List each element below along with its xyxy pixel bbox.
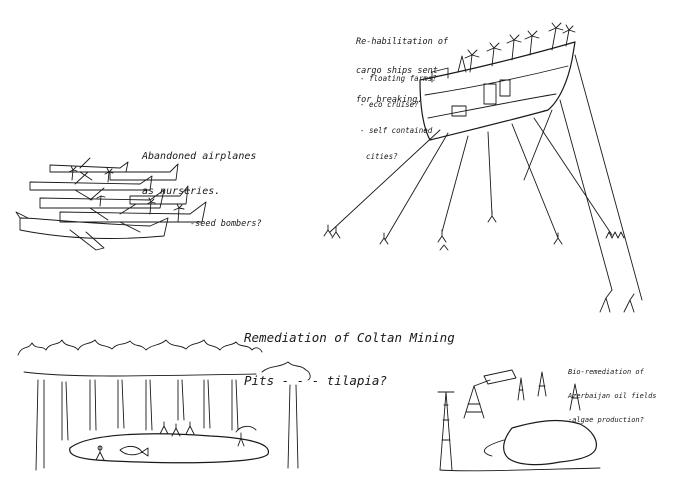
- planes-caption-line3: -seed bombers?: [190, 219, 262, 229]
- oil-caption-line1: Bio-remediation of: [568, 368, 644, 377]
- oil-caption-line3: -algae production?: [568, 416, 644, 425]
- forest-pond-illustration: [17, 339, 311, 471]
- oil-field-illustration: [437, 369, 601, 472]
- ships-option-2: - eco cruise?: [360, 100, 419, 110]
- ships-caption: Re-habilitation of cargo ships sent for …: [356, 18, 448, 116]
- airplanes-illustration: [15, 157, 207, 251]
- ships-caption-line1: Re-habilitation of: [356, 36, 449, 47]
- planes-caption-line1: Abandoned airplanes: [142, 151, 257, 162]
- ships-option-3: - self contained: [360, 126, 433, 135]
- coltan-caption-line1: Remediation of Coltan Mining: [244, 329, 455, 345]
- ships-options: - floating farms? - eco cruise? - self c…: [360, 58, 437, 170]
- cargo-ship-illustration: [323, 22, 643, 313]
- coltan-caption: Remediation of Coltan Mining Pits - - - …: [244, 302, 455, 403]
- ships-option-4: cities?: [366, 151, 398, 161]
- ships-option-1: - floating farms?: [360, 74, 437, 84]
- oil-caption: Bio-remediation of Azerbaijan oil fields…: [568, 352, 657, 432]
- oil-caption-line2: Azerbaijan oil fields: [568, 392, 657, 401]
- ships-caption-line3: for breaking.: [356, 95, 423, 106]
- planes-caption-line2: as nurseries.: [142, 185, 221, 197]
- planes-caption: Abandoned airplanes as nurseries. -seed …: [142, 128, 262, 241]
- coltan-caption-line2: Pits - - - tilapia?: [244, 372, 387, 388]
- ships-caption-line2: cargo ships sent: [356, 65, 438, 76]
